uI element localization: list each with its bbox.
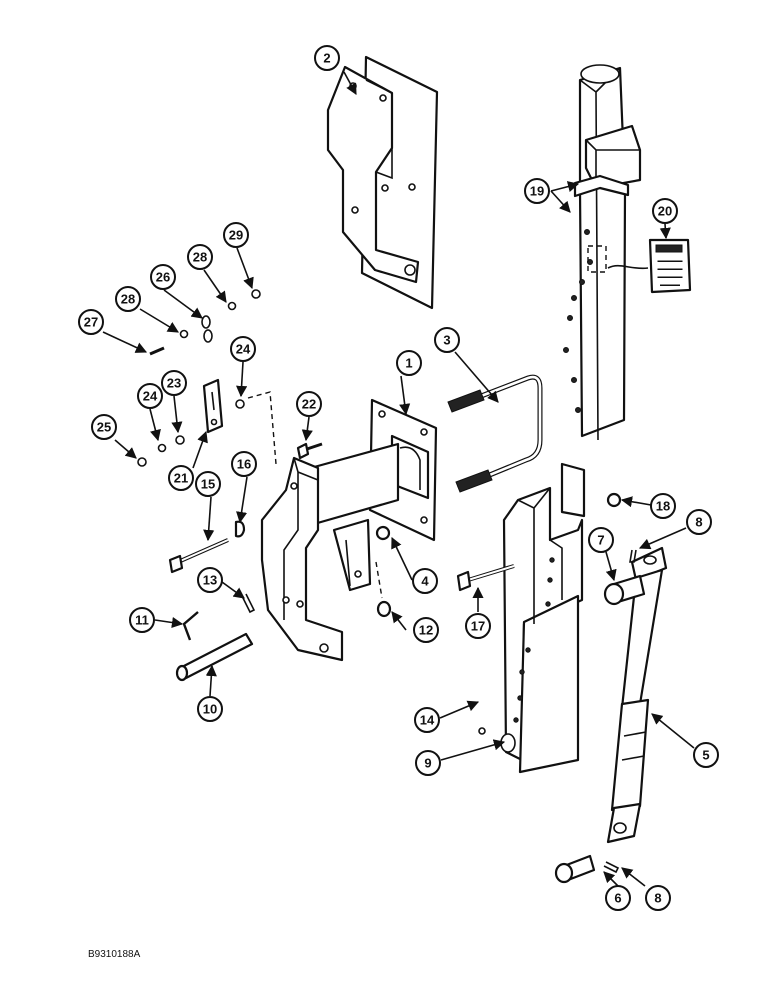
svg-text:▬▬▬▬▬: ▬▬▬▬▬ xyxy=(658,274,683,280)
part-1-main-bracket xyxy=(260,398,438,662)
svg-text:▬▬▬▬: ▬▬▬▬ xyxy=(660,282,680,288)
callout-14: 14 xyxy=(414,707,440,733)
svg-text:15: 15 xyxy=(201,477,215,492)
callout-18: 18 xyxy=(650,493,676,519)
callout-11: 11 xyxy=(129,607,155,633)
callout-26: 26 xyxy=(150,264,176,290)
callout-21: 21 xyxy=(168,465,194,491)
callout-15: 15 xyxy=(195,471,221,497)
callout-1: 1 xyxy=(396,350,422,376)
svg-text:10: 10 xyxy=(203,702,217,717)
svg-text:23: 23 xyxy=(167,376,181,391)
callout-24-right: 24 xyxy=(230,336,256,362)
callout-4: 4 xyxy=(412,568,438,594)
part-15-bolt xyxy=(168,538,229,574)
mast-holes xyxy=(563,229,593,413)
svg-text:2: 2 xyxy=(323,51,330,66)
svg-text:5: 5 xyxy=(702,748,709,763)
svg-text:29: 29 xyxy=(229,228,243,243)
svg-text:18: 18 xyxy=(656,499,670,514)
svg-text:19: 19 xyxy=(530,184,544,199)
callout-24-left: 24 xyxy=(137,383,163,409)
svg-text:21: 21 xyxy=(174,471,188,486)
part-2-upper-bracket xyxy=(326,55,439,310)
callout-2: 2 xyxy=(314,45,340,71)
callout-10: 10 xyxy=(197,696,223,722)
callout-7: 7 xyxy=(588,527,614,553)
part-11-lynch-pin xyxy=(182,611,199,641)
svg-text:22: 22 xyxy=(302,397,316,412)
callout-27: 27 xyxy=(78,309,104,335)
svg-text:4: 4 xyxy=(421,574,429,589)
svg-text:28: 28 xyxy=(193,250,207,265)
callout-22: 22 xyxy=(296,391,322,417)
callout-29: 29 xyxy=(223,222,249,248)
svg-text:9: 9 xyxy=(424,756,431,771)
svg-text:13: 13 xyxy=(203,573,217,588)
part-19-upper-mast xyxy=(563,64,642,441)
svg-text:3: 3 xyxy=(443,333,450,348)
svg-text:24: 24 xyxy=(143,389,158,404)
svg-text:11: 11 xyxy=(135,613,149,628)
callout-3: 3 xyxy=(434,327,460,353)
callout-9: 9 xyxy=(415,750,441,776)
part-26-chain xyxy=(201,315,213,343)
assembly-line-24 xyxy=(247,391,277,465)
callout-20: 20 xyxy=(652,198,678,224)
part-18-nut xyxy=(606,492,622,508)
svg-text:27: 27 xyxy=(84,315,98,330)
svg-text:16: 16 xyxy=(237,457,251,472)
part-3-u-bolt xyxy=(447,374,543,493)
callout-6: 6 xyxy=(605,885,631,911)
svg-text:14: 14 xyxy=(420,713,435,728)
figure-code: B9310188A xyxy=(88,949,141,960)
callout-5: 5 xyxy=(693,742,719,768)
svg-text:26: 26 xyxy=(156,270,170,285)
callout-12: 12 xyxy=(413,617,439,643)
part-5-cylinder xyxy=(606,546,668,844)
part-8-cotter-pins xyxy=(603,549,637,874)
svg-text:6: 6 xyxy=(614,891,621,906)
part-16-clip xyxy=(234,520,246,538)
callout-25: 25 xyxy=(91,414,117,440)
part-6-pin xyxy=(554,854,596,884)
callout-13: 13 xyxy=(197,567,223,593)
svg-text:17: 17 xyxy=(471,619,485,634)
part-7-pin xyxy=(603,574,646,606)
svg-text:7: 7 xyxy=(597,533,604,548)
part-4-nut xyxy=(375,525,391,541)
part-9-lower-mast xyxy=(500,462,586,774)
part-13-cotter-pin xyxy=(241,593,256,614)
svg-text:28: 28 xyxy=(121,292,135,307)
part-22-bolt xyxy=(296,442,323,460)
svg-text:20: 20 xyxy=(658,204,672,219)
part-12-washer xyxy=(376,600,392,618)
callout-8-lower: 8 xyxy=(645,885,671,911)
callout-28-right: 28 xyxy=(187,244,213,270)
small-nuts-washers xyxy=(137,289,486,735)
svg-text:▬▬▬▬▬: ▬▬▬▬▬ xyxy=(658,258,683,264)
leader-lines xyxy=(102,71,695,887)
callout-17: 17 xyxy=(465,613,491,639)
svg-text:8: 8 xyxy=(695,515,702,530)
assembly-line-12 xyxy=(375,561,383,599)
callout-8-upper: 8 xyxy=(686,509,712,535)
svg-text:▬▬▬▬▬: ▬▬▬▬▬ xyxy=(658,266,683,272)
part-10-long-pin xyxy=(175,632,254,682)
svg-text:8: 8 xyxy=(654,891,661,906)
callout-23: 23 xyxy=(161,370,187,396)
svg-text:1: 1 xyxy=(405,356,412,371)
part-20-decal: ▬▬▬▬▬ ▬▬▬▬▬ ▬▬▬▬▬ ▬▬▬▬ xyxy=(607,238,692,294)
part-21-link xyxy=(202,378,224,434)
callout-16: 16 xyxy=(231,451,257,477)
callout-19: 19 xyxy=(524,178,550,204)
svg-text:25: 25 xyxy=(97,420,111,435)
part-17-bolt xyxy=(456,564,515,592)
callout-28-left: 28 xyxy=(115,286,141,312)
svg-text:12: 12 xyxy=(419,623,433,638)
svg-text:24: 24 xyxy=(236,342,251,357)
